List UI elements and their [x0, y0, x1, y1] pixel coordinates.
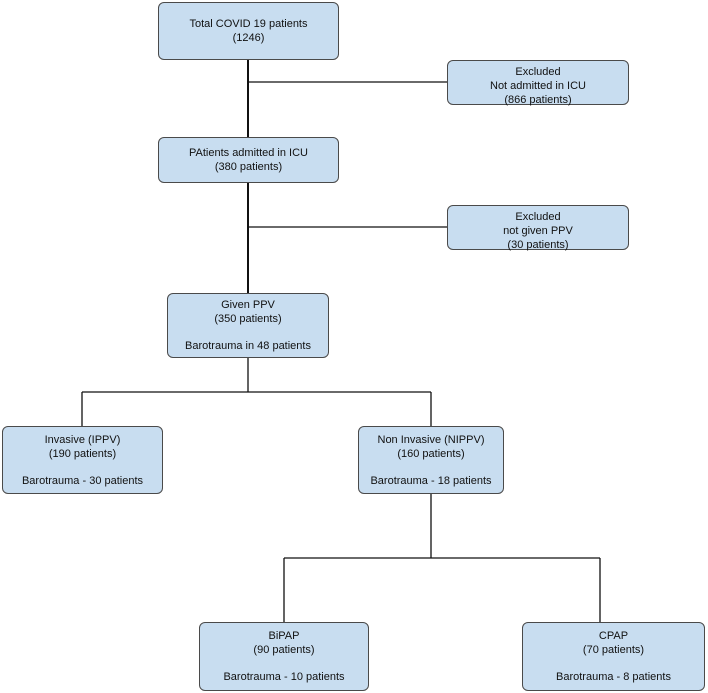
bipap-count: (90 patients) [253, 644, 315, 656]
total-patients-count: (1246) [232, 32, 265, 44]
invasive-ippv-barotrauma: Barotrauma - 30 patients [21, 475, 144, 487]
given-ppv-barotrauma: Barotrauma in 48 patients [185, 340, 311, 352]
bipap-box: BiPAP (90 patients) Barotrauma - 10 pati… [199, 622, 369, 691]
cpap-title: CPAP [598, 630, 629, 642]
invasive-ippv-box: Invasive (IPPV) (190 patients) Barotraum… [2, 426, 163, 494]
non-invasive-nippv-count: (160 patients) [397, 448, 465, 460]
excluded-not-icu-box: Excluded Not admitted in ICU (866 patien… [447, 60, 629, 106]
cpap-barotrauma: Barotrauma - 8 patients [556, 671, 671, 683]
non-invasive-nippv-barotrauma: Barotrauma - 18 patients [370, 475, 492, 487]
excluded-no-ppv-box: Excluded not given PPV (30 patients) [447, 205, 629, 251]
non-invasive-nippv-title: Non Invasive (NIPPV) [377, 434, 485, 446]
non-invasive-nippv-box: Non Invasive (NIPPV) (160 patients) Baro… [358, 426, 504, 494]
invasive-ippv-title: Invasive (IPPV) [44, 434, 121, 446]
invasive-ippv-count: (190 patients) [48, 448, 117, 460]
cpap-count: (70 patients) [582, 644, 645, 656]
total-patients-box: Total COVID 19 patients (1246) [158, 2, 339, 60]
excluded-not-icu-reason: Not admitted in ICU [490, 80, 586, 92]
excluded-not-icu-count: (866 patients) [504, 94, 572, 106]
cpap-box: CPAP (70 patients) Barotrauma - 8 patien… [522, 622, 705, 691]
excluded-not-icu-title: Excluded [515, 66, 561, 78]
given-ppv-box: Given PPV (350 patients) Barotrauma in 4… [167, 293, 329, 358]
bipap-barotrauma: Barotrauma - 10 patients [223, 671, 345, 683]
bipap-title: BiPAP [268, 630, 300, 642]
total-patients-title: Total COVID 19 patients [189, 18, 308, 30]
given-ppv-title: Given PPV [221, 299, 275, 311]
excluded-no-ppv-reason: not given PPV [503, 225, 573, 237]
icu-admitted-box: PAtients admitted in ICU (380 patients) [158, 137, 339, 183]
given-ppv-count: (350 patients) [214, 313, 282, 325]
icu-admitted-count: (380 patients) [214, 161, 283, 173]
excluded-no-ppv-title: Excluded [515, 211, 561, 223]
excluded-no-ppv-count: (30 patients) [507, 239, 569, 251]
icu-admitted-title: PAtients admitted in ICU [188, 147, 308, 159]
